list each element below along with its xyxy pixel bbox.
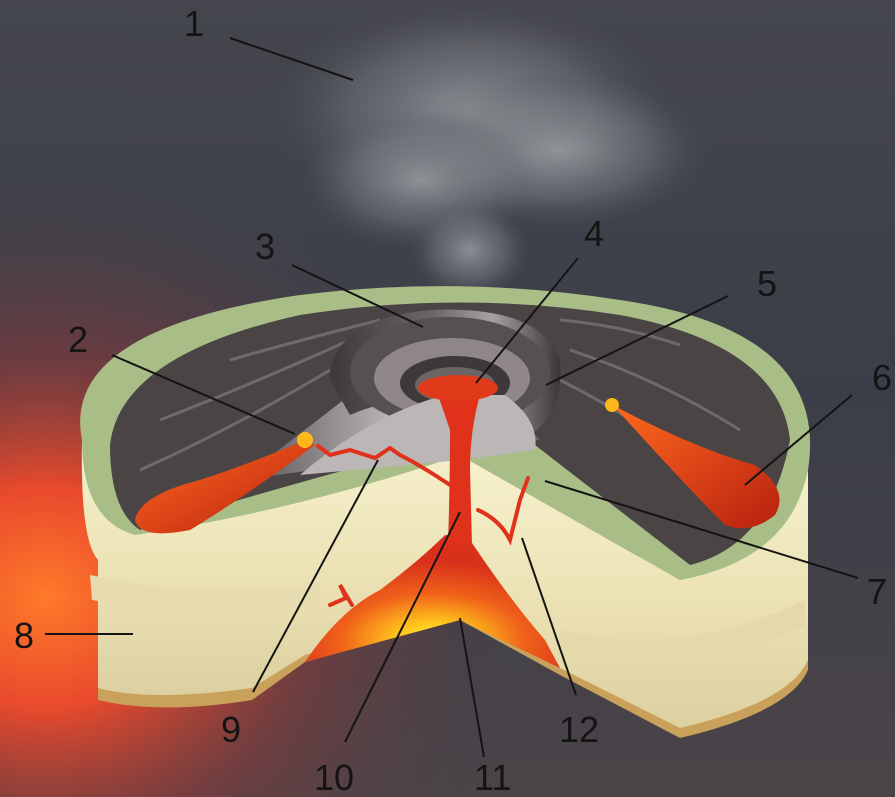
label-2: 2 bbox=[68, 319, 88, 360]
label-5: 5 bbox=[757, 263, 777, 304]
label-4: 4 bbox=[584, 213, 604, 254]
label-10: 10 bbox=[314, 757, 354, 797]
label-3: 3 bbox=[255, 226, 275, 267]
label-11: 11 bbox=[474, 757, 511, 797]
label-9: 9 bbox=[221, 709, 241, 750]
label-6: 6 bbox=[872, 357, 892, 398]
side-vent-right bbox=[605, 398, 619, 412]
crater-lava bbox=[418, 375, 498, 401]
label-12: 12 bbox=[559, 709, 599, 750]
side-vent-left bbox=[297, 432, 313, 448]
label-1: 1 bbox=[184, 3, 204, 44]
label-7: 7 bbox=[867, 571, 887, 612]
label-8: 8 bbox=[14, 615, 34, 656]
